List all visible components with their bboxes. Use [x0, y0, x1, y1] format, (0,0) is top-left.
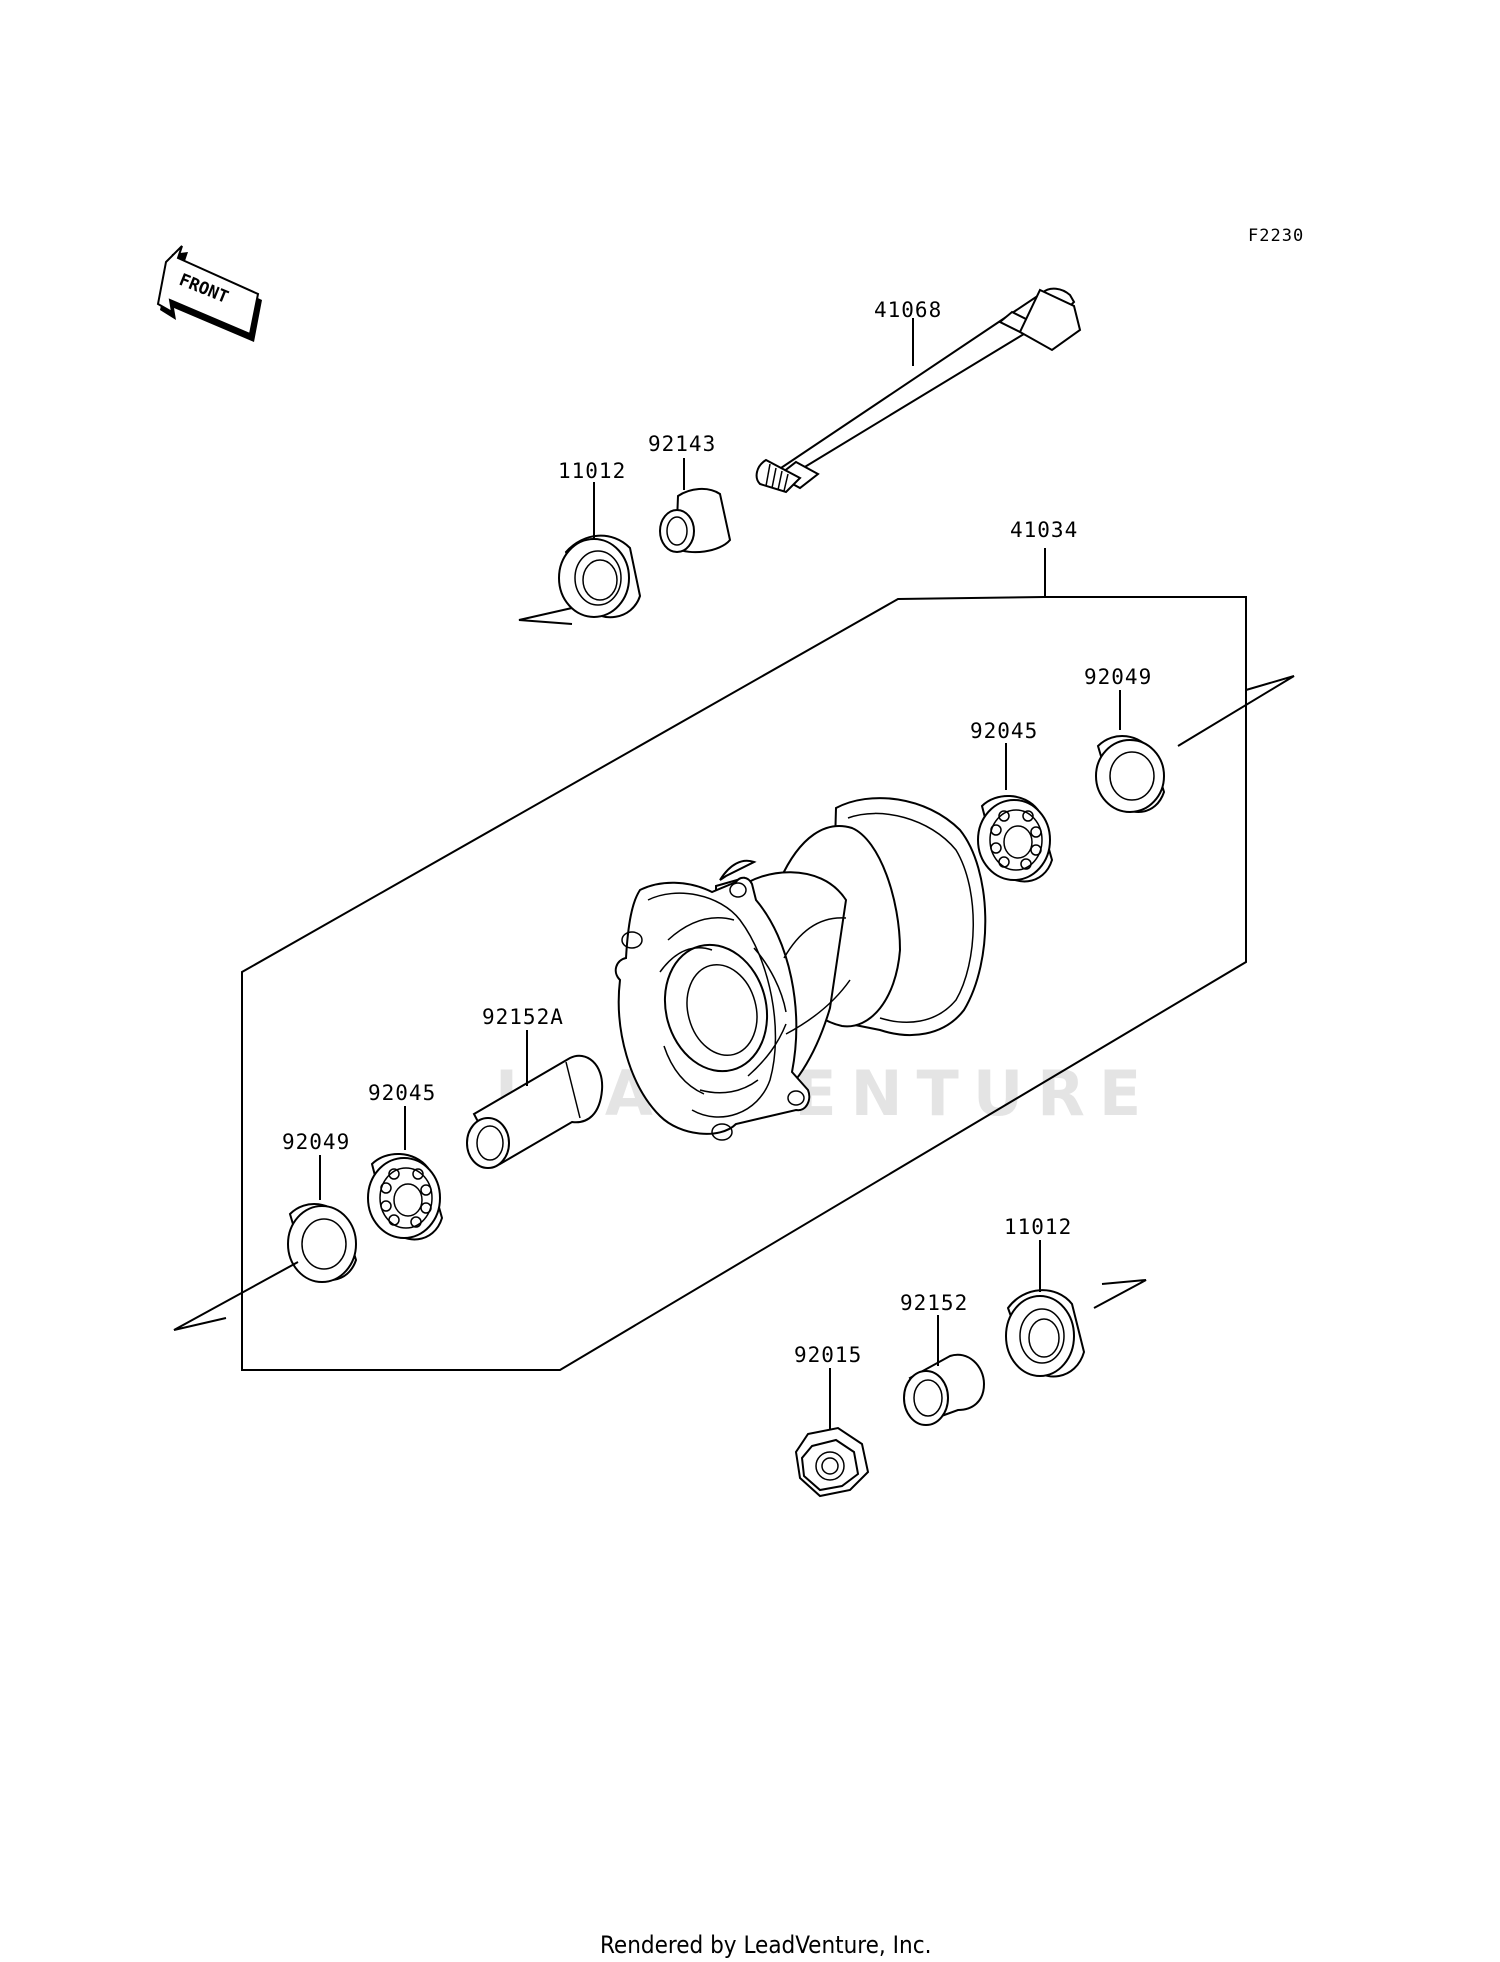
seal-92049-left[interactable]	[173, 1202, 358, 1331]
label-92045-left[interactable]: 92045	[368, 1081, 436, 1105]
axle-41068[interactable]	[755, 287, 1082, 494]
assembly-outline	[241, 596, 1247, 1371]
watermark-text: LEADVENTURE	[495, 1057, 1155, 1130]
label-11012-top[interactable]: 11012	[558, 459, 626, 483]
nut-92015[interactable]	[794, 1426, 870, 1498]
seal-11012-bottom[interactable]	[1005, 1279, 1147, 1378]
label-92049-left[interactable]: 92049	[282, 1130, 350, 1154]
collar-92152A[interactable]	[466, 1054, 604, 1169]
label-92143[interactable]: 92143	[648, 432, 716, 456]
label-11012-bottom[interactable]: 11012	[1004, 1215, 1072, 1239]
footer-credit: Rendered by LeadVenture, Inc.	[600, 1931, 931, 1959]
label-41068[interactable]: 41068	[874, 298, 942, 322]
seal-11012-top[interactable]	[518, 534, 642, 625]
bearing-92045-left[interactable]	[367, 1152, 444, 1241]
bearing-92045-right[interactable]	[977, 794, 1054, 883]
label-41034[interactable]: 41034	[1010, 518, 1078, 542]
collar-92143[interactable]	[659, 488, 732, 554]
label-92152A[interactable]: 92152A	[482, 1005, 564, 1029]
label-92045-right[interactable]: 92045	[970, 719, 1038, 743]
label-92015[interactable]: 92015	[794, 1343, 862, 1367]
front-arrow-icon: FRONT	[156, 245, 262, 342]
label-92049-right[interactable]: 92049	[1084, 665, 1152, 689]
seal-92049-right[interactable]	[1095, 675, 1295, 813]
diagram-code: F2230	[1248, 226, 1304, 246]
label-92152[interactable]: 92152	[900, 1291, 968, 1315]
wheel-hub	[614, 797, 987, 1141]
collar-92152[interactable]	[903, 1353, 986, 1426]
